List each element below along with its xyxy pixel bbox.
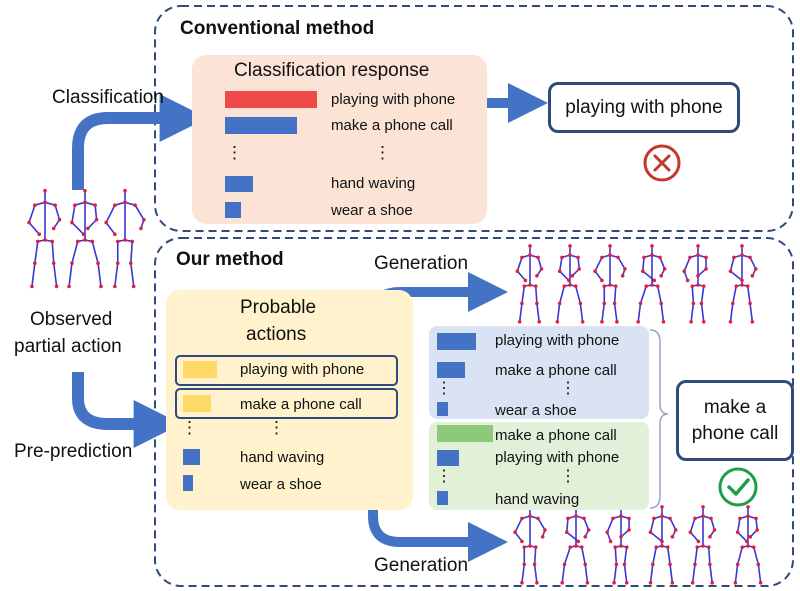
- response-label-wear-a-shoe: wear a shoe: [331, 202, 413, 219]
- skeleton-figure: [593, 244, 627, 324]
- generation-bottom-label: Generation: [374, 555, 469, 576]
- skeleton-figure: [515, 244, 544, 324]
- generation-bottom-arrow: [368, 424, 508, 562]
- green-ellipsis-left: ⋮: [436, 468, 452, 485]
- response-ellipsis-left: ⋮: [226, 143, 243, 162]
- our-output-box: make a phone call: [676, 380, 794, 461]
- probable-ellipsis-right: ⋮: [268, 418, 285, 437]
- probable-label-hand-waving: hand waving: [240, 449, 325, 466]
- green-bar-make-a-phone-call: [437, 425, 493, 442]
- blue-bar-make-a-phone-call: [437, 362, 465, 378]
- blue-bar-playing-with-phone: [437, 333, 476, 350]
- response-bar-hand-waving: [225, 176, 253, 192]
- group-bracket: [649, 329, 669, 509]
- probable-label-playing-with-phone: playing with phone: [240, 361, 365, 378]
- skeleton-figure: [67, 188, 103, 289]
- probable-actions-title-line1: Probable: [240, 297, 317, 318]
- green-label-playing-with-phone: playing with phone: [495, 449, 620, 466]
- skeleton-figure: [605, 505, 631, 585]
- classification-arrow: [72, 94, 208, 190]
- our-output-line1: make a: [703, 396, 767, 418]
- skeleton-figure: [560, 505, 591, 585]
- our-output-line2: phone call: [691, 422, 779, 444]
- blue-label-make-a-phone-call: make a phone call: [495, 362, 617, 379]
- response-bar-wear-a-shoe: [225, 202, 241, 218]
- response-bar-playing-with-phone: [225, 91, 317, 108]
- skeleton-figure: [555, 244, 585, 324]
- probable-label-make-a-phone-call: make a phone call: [240, 396, 362, 413]
- blue-label-wear-a-shoe: wear a shoe: [495, 402, 577, 419]
- probable-bar-playing-with-phone: [183, 361, 217, 378]
- skeleton-figure: [682, 244, 708, 324]
- skeleton-figure: [27, 188, 62, 289]
- conventional-output-label: playing with phone: [565, 96, 723, 118]
- cross-circle-icon: [643, 144, 681, 182]
- skeleton-figure: [636, 244, 667, 324]
- skeleton-figures: [27, 188, 763, 585]
- probable-bar-hand-waving: [183, 449, 200, 465]
- probable-item-box-playing-with-phone: [175, 355, 398, 386]
- skeleton-figure: [648, 505, 678, 585]
- blue-label-playing-with-phone: playing with phone: [495, 332, 620, 349]
- blue-bar-wear-a-shoe: [437, 402, 448, 416]
- observed-label-line1: Observed: [30, 309, 113, 330]
- green-bar-hand-waving: [437, 491, 448, 505]
- response-ellipsis-right: ⋮: [374, 143, 391, 162]
- classification-label: Classification: [52, 87, 164, 108]
- probable-bar-make-a-phone-call: [183, 395, 211, 412]
- pre-prediction-arrow: [72, 372, 182, 448]
- green-label-hand-waving: hand waving: [495, 491, 580, 508]
- pre-prediction-label: Pre-prediction: [14, 441, 133, 462]
- probable-actions-title-line2: actions: [246, 324, 307, 345]
- blue-ellipsis-right: ⋮: [560, 380, 576, 397]
- skeleton-figure: [688, 505, 717, 585]
- conventional-method-title: Conventional method: [180, 18, 375, 39]
- check-circle-icon: [718, 467, 758, 507]
- probable-bar-wear-a-shoe: [183, 475, 193, 491]
- skeleton-figure: [104, 188, 146, 289]
- probable-ellipsis-left: ⋮: [181, 418, 198, 437]
- response-label-hand-waving: hand waving: [331, 175, 416, 192]
- our-method-title: Our method: [176, 249, 284, 270]
- response-label-playing-with-phone: playing with phone: [331, 91, 456, 108]
- response-label-make-a-phone-call: make a phone call: [331, 117, 453, 134]
- skeleton-figure: [728, 244, 758, 324]
- skeleton-figure: [513, 505, 547, 585]
- green-label-make-a-phone-call: make a phone call: [495, 427, 617, 444]
- probable-item-box-make-a-phone-call: [175, 388, 398, 419]
- classification-response-panel: [192, 55, 487, 224]
- green-bar-playing-with-phone: [437, 450, 459, 466]
- green-ellipsis-right: ⋮: [560, 468, 576, 485]
- classification-response-title: Classification response: [234, 60, 430, 81]
- response-bar-make-a-phone-call: [225, 117, 297, 134]
- blue-ellipsis-left: ⋮: [436, 380, 452, 397]
- probable-label-wear-a-shoe: wear a shoe: [240, 476, 322, 493]
- observed-label-line2: partial action: [14, 336, 122, 357]
- skeleton-figure: [733, 505, 763, 585]
- generation-top-label: Generation: [374, 253, 469, 274]
- conventional-output-box: playing with phone: [548, 82, 740, 133]
